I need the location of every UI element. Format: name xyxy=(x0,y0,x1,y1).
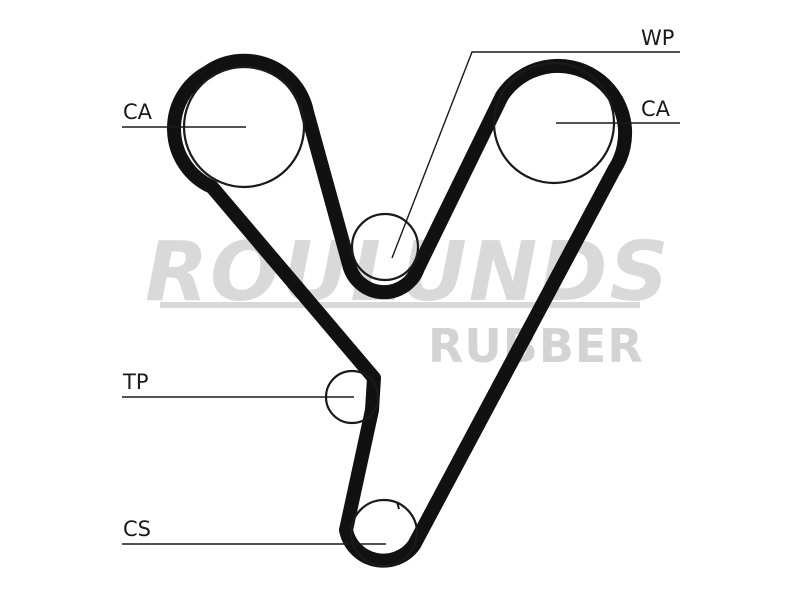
water-pump-pulley xyxy=(350,212,420,282)
crankshaft-key-mark xyxy=(396,501,400,510)
label-tp: TP xyxy=(122,370,149,394)
label-cs: CS xyxy=(123,517,151,541)
crankshaft-pulley xyxy=(349,498,419,568)
label-ca-right: CA xyxy=(641,97,671,121)
timing-belt xyxy=(167,53,633,568)
label-wp: WP xyxy=(641,26,674,50)
leader-wp xyxy=(391,51,680,259)
watermark: ROULUNDS RUBBER xyxy=(145,225,669,373)
label-ca-left: CA xyxy=(123,100,153,124)
